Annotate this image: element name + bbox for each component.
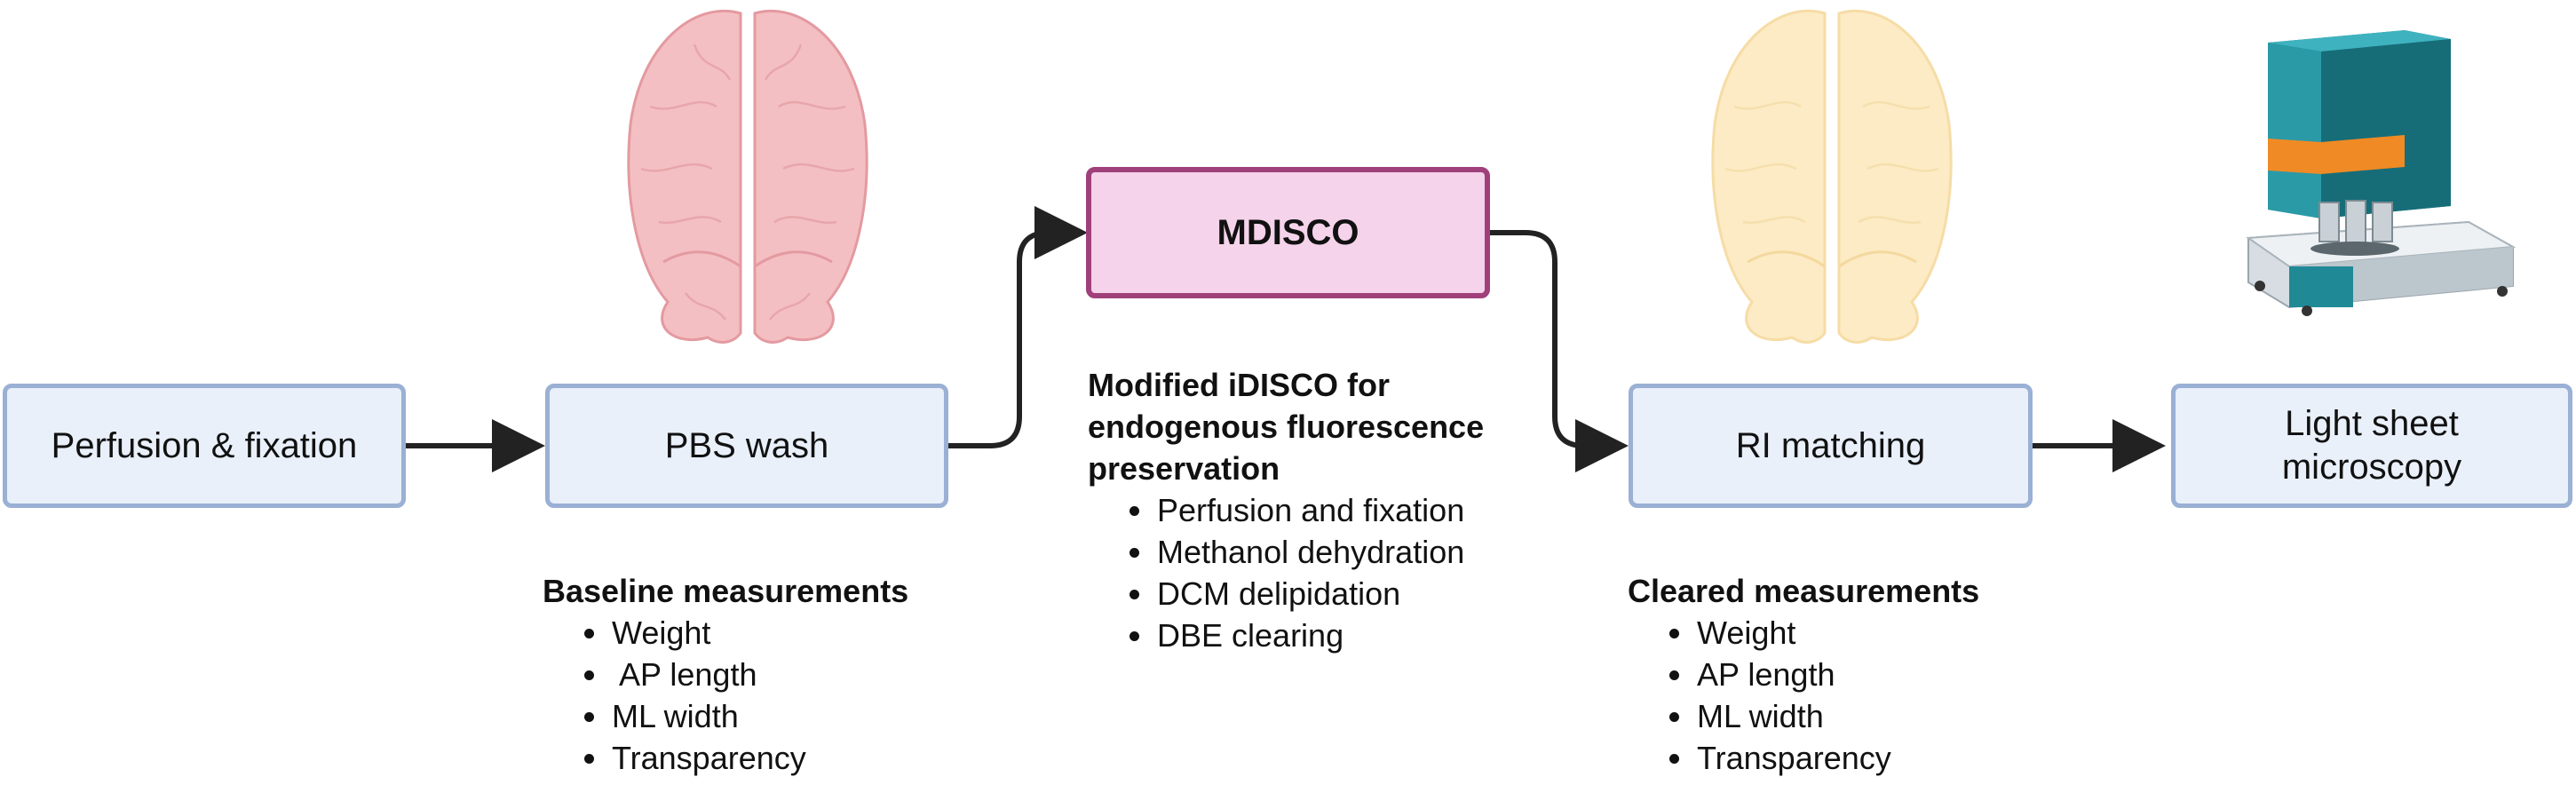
step-label: Perfusion & fixation xyxy=(51,425,358,465)
list-item: Transparency xyxy=(1695,737,2089,779)
list-item: Weight xyxy=(610,612,1004,654)
list-item: Methanol dehydration xyxy=(1155,531,1585,573)
list-item: Perfusion and fixation xyxy=(1155,489,1585,531)
step-mdisco: MDISCO xyxy=(1086,167,1490,298)
list-item: ML width xyxy=(1695,695,2089,737)
note-heading: Baseline measurements xyxy=(543,573,909,609)
cleared-measurements-note: Cleared measurements Weight AP length ML… xyxy=(1628,570,2089,779)
step-label-line2: microscopy xyxy=(2281,448,2462,487)
mdisco-steps-list: Perfusion and fixation Methanol dehydrat… xyxy=(1088,489,1585,656)
step-label: RI matching xyxy=(1735,425,1926,465)
step-perfusion-fixation: Perfusion & fixation xyxy=(3,384,406,508)
step-light-sheet-microscopy: Light sheet microscopy xyxy=(2171,384,2572,508)
baseline-measurements-note: Baseline measurements Weight AP length M… xyxy=(543,570,1004,779)
step-label-line1: Light sheet xyxy=(2285,404,2459,444)
list-item: Transparency xyxy=(610,737,1004,779)
step-label: PBS wash xyxy=(664,425,829,465)
arrow-pbs-to-mdisco xyxy=(948,206,1088,448)
cleared-list: Weight AP length ML width Transparency xyxy=(1628,612,2089,779)
arrow-mdisco-to-ri xyxy=(1490,230,1629,472)
note-heading-line: preservation xyxy=(1088,450,1280,487)
note-heading: Cleared measurements xyxy=(1628,573,1980,609)
note-heading-line: endogenous fluorescence xyxy=(1088,408,1485,445)
baseline-list: Weight AP length ML width Transparency xyxy=(543,612,1004,779)
note-heading-line: Modified iDISCO for xyxy=(1088,367,1390,403)
list-item: Weight xyxy=(1695,612,2089,654)
list-item: ML width xyxy=(610,695,1004,737)
step-pbs-wash: PBS wash xyxy=(545,384,948,508)
list-item: DBE clearing xyxy=(1155,615,1585,656)
list-item: AP length xyxy=(610,654,1004,695)
list-item: DCM delipidation xyxy=(1155,573,1585,615)
step-ri-matching: RI matching xyxy=(1629,384,2033,508)
step-label: MDISCO xyxy=(1217,212,1359,252)
list-item: AP length xyxy=(1695,654,2089,695)
mdisco-description-note: Modified iDISCO for endogenous fluoresce… xyxy=(1088,364,1585,656)
